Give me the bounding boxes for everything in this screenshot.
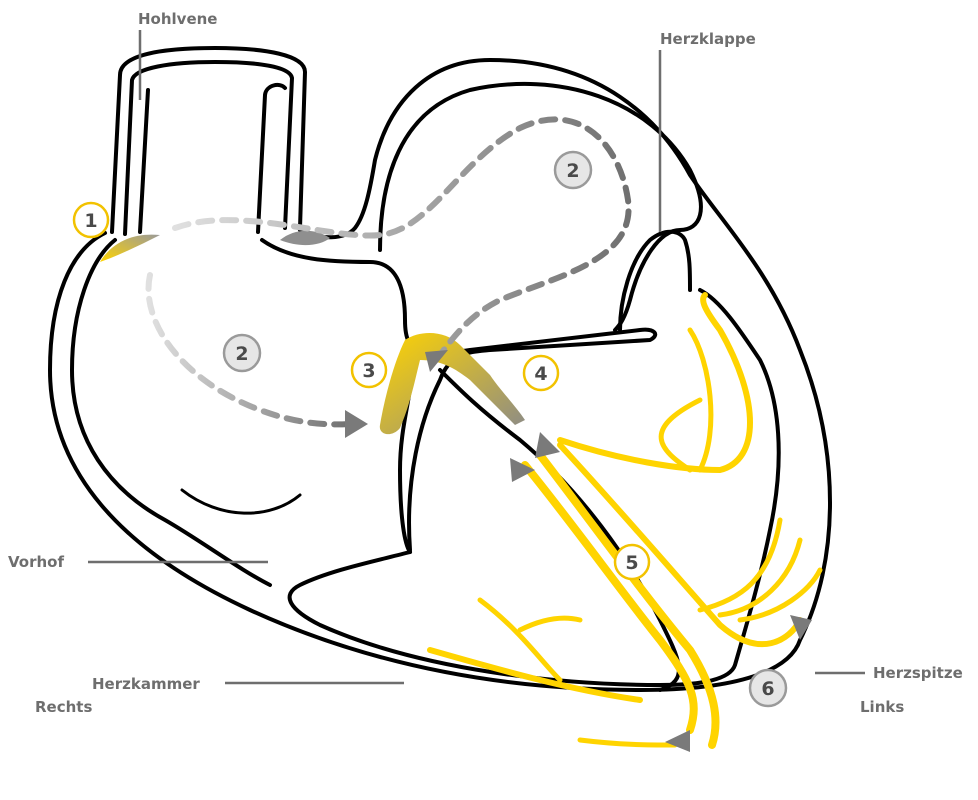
step-number-2b: 2: [235, 343, 248, 365]
step-number-3: 3: [362, 360, 375, 382]
step-badge-4: 4: [524, 356, 558, 390]
vena-cava-right-wall: [258, 85, 285, 232]
purkinje-upper-main: [560, 295, 750, 470]
label-vorhof: Vorhof: [8, 553, 64, 571]
atrium-inner-wall: [72, 240, 270, 585]
septum: [440, 370, 679, 690]
step-number-1: 1: [84, 210, 97, 232]
step-badge-1: 1: [74, 203, 108, 237]
arrow-bundle-right: [535, 432, 560, 458]
step-badge-6: 6: [750, 670, 786, 706]
label-hohlvene: Hohlvene: [138, 10, 217, 28]
step-number-5: 5: [625, 552, 638, 574]
arrow-apex-left: [665, 730, 690, 752]
step-number-6: 6: [761, 678, 774, 700]
step-number-4: 4: [534, 363, 547, 385]
inner-curve-line: [182, 490, 300, 513]
label-links: Links: [860, 698, 904, 716]
arrow-to-av-node: [345, 410, 368, 438]
step-badge-2-right-atrium: 2: [224, 335, 260, 371]
label-herzkammer: Herzkammer: [92, 675, 200, 693]
label-rechts: Rechts: [35, 698, 92, 716]
label-herzklappe: Herzklappe: [660, 30, 756, 48]
step-badge-2-atrium: 2: [555, 152, 591, 188]
step-number-2a: 2: [566, 160, 579, 182]
labels: Hohlvene Herzklappe Vorhof Herzkammer He…: [8, 10, 963, 716]
step-badge-5: 5: [615, 545, 649, 579]
label-herzspitze: Herzspitze: [873, 664, 963, 682]
step-badge-3: 3: [352, 353, 386, 387]
purkinje-upper-branch-2: [661, 400, 700, 470]
heart-outline: [50, 48, 830, 690]
purkinje-lower-branch-3: [580, 740, 675, 745]
path-atrial-loop: [175, 119, 629, 355]
purkinje-lower-branch-2: [520, 618, 580, 630]
right-atrium-chamber: [262, 240, 655, 550]
vena-cava-left-tube: [140, 90, 148, 232]
